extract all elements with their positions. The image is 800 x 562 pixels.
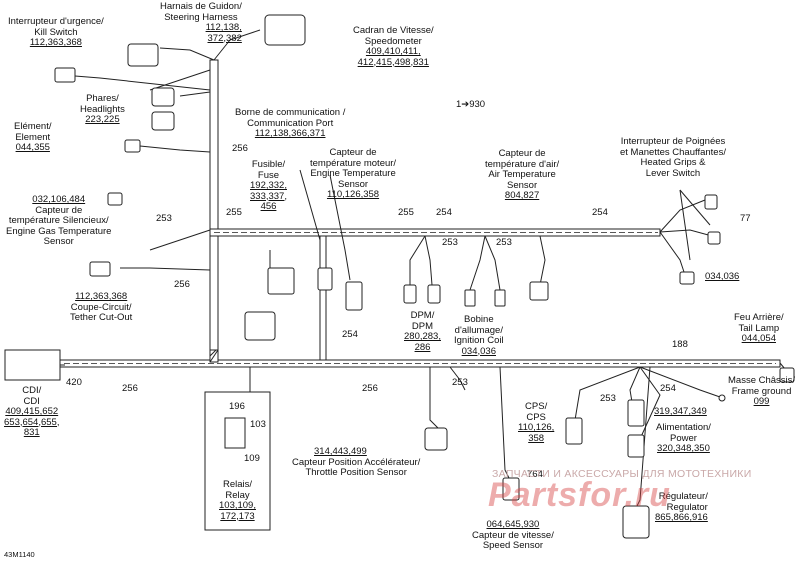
headlights-label: Phares/ Headlights 223,225 [80,93,125,125]
wire-255-a: 255 [226,207,242,218]
tail-lamp-connector [779,367,795,383]
speed-sensor-label: 064,645,930 Capteur de vitesse/ Speed Se… [472,519,554,551]
dpm-label: DPM/ DPM 280,283, 286 [404,310,441,353]
wire-256-a: 256 [232,143,248,154]
air-temp-label: Capteur de température d'air/ Air Temper… [485,148,560,201]
speedometer-label: Cadran de Vitesse/ Speedometer 409,410,4… [353,25,434,68]
steering-harness-connector [127,43,159,67]
element-connector [124,139,141,153]
main-trunk [209,59,219,361]
cdi-label: CDI/ CDI 409,415,652 653,654,655, 831 [4,385,60,438]
fuse-connector [267,267,295,295]
wire-103: 103 [250,419,266,430]
throttle-sensor-label: 314,443,499 Capteur Position Accélérateu… [292,446,421,478]
ignition-coil-label: Bobine d'allumage/ Ignition Coil 034,036 [454,314,504,357]
element-label: Elément/ Element 044,355 [14,121,52,153]
headlight-connector-1 [151,87,175,107]
grips-connector-3 [679,271,695,285]
cps-label: CPS/ CPS 110,126, 358 [518,401,555,444]
engine-temp-label: Capteur de température moteur/ Engine Te… [310,147,397,200]
wire-930: 1➔930 [456,99,486,110]
relay-label: Relais/ Relay 103,109, 172,173 [219,479,256,522]
wire-188: 188 [672,339,688,350]
air-temp-connector [529,281,549,301]
regulator-label: Régulateur/ Regulator 865,866,916 [655,491,708,523]
grips-connector-1 [704,194,718,210]
heated-grips-refs: 034,036 [705,271,740,282]
wire-255-b: 255 [398,207,414,218]
wire-254-b: 254 [592,207,608,218]
gas-temp-label: 032,106,484 Capteur de température Silen… [6,194,112,247]
relay-box [204,391,271,531]
wire-256-c: 256 [122,383,138,394]
tail-lamp-label: Feu Arrière/ Tail Lamp 044,054 [734,312,784,344]
engine-temp-connector [345,281,363,311]
wire-253-d: 253 [452,377,468,388]
cdi-module [4,349,61,381]
wire-254-c: 254 [342,329,358,340]
frame-ground-label: Masse Châssis/ Frame ground 099 [728,375,796,407]
watermark-tagline: ЗАПЧАСТИ И АКСЕССУАРЫ ДЛЯ МОТОТЕХНИКИ [492,468,752,480]
wire-256-b: 256 [174,279,190,290]
dpm-connector-2 [427,284,441,304]
tether-label: 112,363,368 Coupe-Circuit/ Tether Cut-Ou… [70,291,133,323]
speedometer-connector [264,14,306,46]
wire-254-d: 254 [660,383,676,394]
wire-254-a: 254 [436,207,452,218]
regulator-connector [622,505,650,539]
power-connector-1 [627,399,645,427]
wire-109: 109 [244,453,260,464]
power-label: Alimentation/ Power 320,348,350 [656,422,711,454]
diagram-code: 43M1140 [4,550,35,559]
wire-253-c: 253 [496,237,512,248]
speed-sensor-connector [502,477,520,501]
wire-253-a: 253 [156,213,172,224]
fuse-label: Fusible/ Fuse 192,332, 333,337, 456 [250,159,287,212]
tether-connector [89,261,111,277]
gas-temp-connector [107,192,123,206]
wire-77: 77 [740,213,751,224]
coil-connector-2 [494,289,506,307]
kill-switch-label: Interrupteur d'urgence/ Kill Switch 112,… [8,16,104,48]
wire-420: 420 [66,377,82,388]
wire-253-e: 253 [600,393,616,404]
headlight-connector-2 [151,111,175,131]
kill-switch-connector [54,67,76,83]
wire-253-b: 253 [442,237,458,248]
dpm-connector-1 [403,284,417,304]
heated-grips-label: Interrupteur de Poignées et Manettes Cha… [620,136,726,179]
power-refs-top: 319,347,349 [654,406,707,417]
coil-connector-1 [464,289,476,307]
cps-connector [565,417,583,445]
communication-port-label: Borne de communication / Communication P… [235,107,346,139]
wire-196: 196 [229,401,245,412]
steering-harness-label: Harnais de Guidon/ Steering Harness 112,… [160,1,242,44]
relay-connector [244,311,276,341]
comm-port-connector [317,267,333,291]
throttle-sensor-connector [424,427,448,451]
watermark-logo: Partsfor.ru [488,476,671,514]
wire-764: 764 [527,469,543,480]
wire-256-d: 256 [362,383,378,394]
power-connector-2 [627,434,645,458]
ground-terminal [718,394,726,402]
grips-connector-2 [707,231,721,245]
